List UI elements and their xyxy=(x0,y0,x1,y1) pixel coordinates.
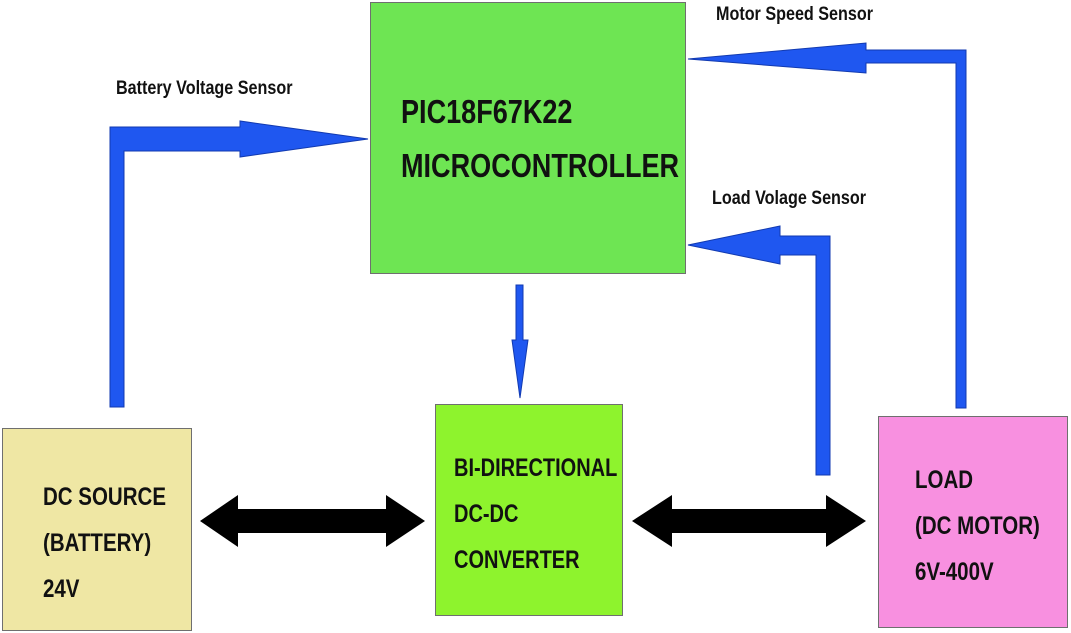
load-voltage-sensor-arrow xyxy=(687,225,831,476)
power-flow-arrow-source-converter xyxy=(200,495,425,547)
converter-line-1: BI-DIRECTIONAL xyxy=(454,454,618,482)
battery-voltage-sensor-label: Battery Voltage Sensor xyxy=(116,78,293,99)
control-signal-arrow xyxy=(511,284,529,399)
converter-line-3: CONVERTER xyxy=(454,546,580,574)
dc-source-block: DC SOURCE (BATTERY) 24V xyxy=(2,428,192,631)
microcontroller-label: MICROCONTROLLER xyxy=(401,147,680,184)
dc-source-type: (BATTERY) xyxy=(43,529,152,557)
power-flow-arrow-converter-load xyxy=(632,495,866,547)
converter-block: BI-DIRECTIONAL DC-DC CONVERTER xyxy=(435,404,623,616)
microcontroller-model: PIC18F67K22 xyxy=(401,93,573,130)
load-voltage-range: 6V-400V xyxy=(915,558,994,586)
load-block: LOAD (DC MOTOR) 6V-400V xyxy=(878,416,1068,628)
dc-source-title: DC SOURCE xyxy=(43,483,167,511)
microcontroller-block: PIC18F67K22 MICROCONTROLLER xyxy=(370,2,686,274)
load-type: (DC MOTOR) xyxy=(915,512,1040,540)
load-voltage-sensor-label: Load Volage Sensor xyxy=(712,188,867,209)
motor-speed-sensor-arrow xyxy=(687,42,967,409)
dc-source-voltage: 24V xyxy=(43,575,80,603)
converter-line-2: DC-DC xyxy=(454,500,519,528)
battery-voltage-sensor-arrow xyxy=(109,120,369,408)
motor-speed-sensor-label: Motor Speed Sensor xyxy=(716,4,874,25)
load-title: LOAD xyxy=(915,466,974,494)
